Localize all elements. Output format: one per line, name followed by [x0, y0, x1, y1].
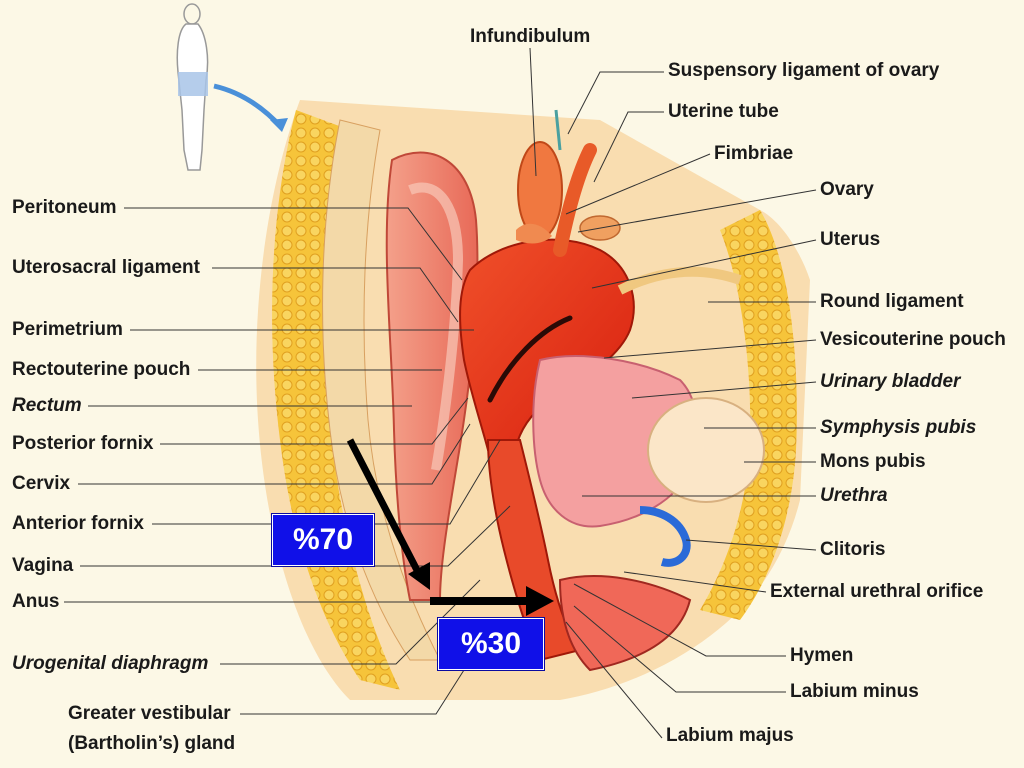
label-external-urethral-orifice: External urethral orifice [770, 581, 984, 602]
percent-badge-upper: %70 [272, 514, 374, 566]
label-symphysis-pubis: Symphysis pubis [820, 417, 977, 438]
label-anterior-fornix: Anterior fornix [12, 513, 144, 534]
label-urinary-bladder: Urinary bladder [820, 371, 961, 392]
percent-badge-lower: %30 [438, 618, 544, 670]
front-fat-layer [700, 210, 797, 620]
label-labium-minus: Labium minus [790, 681, 919, 702]
label-uterine-tube: Uterine tube [668, 101, 779, 122]
label-uterus: Uterus [820, 229, 881, 250]
uterine-tube-shape [553, 143, 597, 257]
label-round-ligament: Round ligament [820, 291, 964, 312]
label-suspensory-ligament: Suspensory ligament of ovary [668, 60, 940, 81]
label-labium-majus: Labium majus [666, 725, 794, 746]
arrow-down-head-icon [408, 562, 430, 590]
infundibulum-shape [517, 141, 563, 239]
label-ovary: Ovary [820, 179, 874, 200]
human-figure-icon [176, 3, 209, 171]
label-posterior-fornix: Posterior fornix [12, 433, 154, 454]
bladder-shape [532, 355, 699, 528]
arrow-right-head-icon [526, 586, 554, 616]
label-mons-pubis: Mons pubis [820, 451, 926, 472]
label-vesicouterine-pouch: Vesicouterine pouch [820, 329, 1006, 350]
label-hymen: Hymen [790, 645, 854, 666]
arrow-down-line [346, 438, 424, 578]
label-rectouterine-pouch: Rectouterine pouch [12, 359, 191, 380]
pointer-arrowhead-icon [270, 118, 288, 132]
leader-lines [64, 47, 817, 739]
label-bartholins-gland: (Bartholin’s) gland [68, 733, 236, 754]
label-fimbriae: Fimbriae [714, 143, 794, 164]
label-infundibulum: Infundibulum [470, 26, 591, 47]
label-cervix: Cervix [12, 473, 71, 494]
label-anus: Anus [12, 591, 60, 612]
label-clitoris: Clitoris [820, 539, 886, 560]
labia-shape [558, 575, 692, 672]
label-vagina: Vagina [12, 555, 74, 576]
symphysis-shape [647, 397, 765, 503]
label-uterosacral-ligament: Uterosacral ligament [12, 257, 200, 278]
label-greater-vestibular: Greater vestibular [68, 703, 231, 724]
label-urogenital-diaphragm: Urogenital diaphragm [12, 653, 209, 674]
label-urethra: Urethra [820, 485, 888, 506]
label-peritoneum: Peritoneum [12, 197, 117, 218]
flow-arrows [346, 438, 554, 616]
label-rectum: Rectum [12, 395, 82, 416]
label-perimetrium: Perimetrium [12, 319, 123, 340]
round-ligament-shape [617, 266, 742, 295]
